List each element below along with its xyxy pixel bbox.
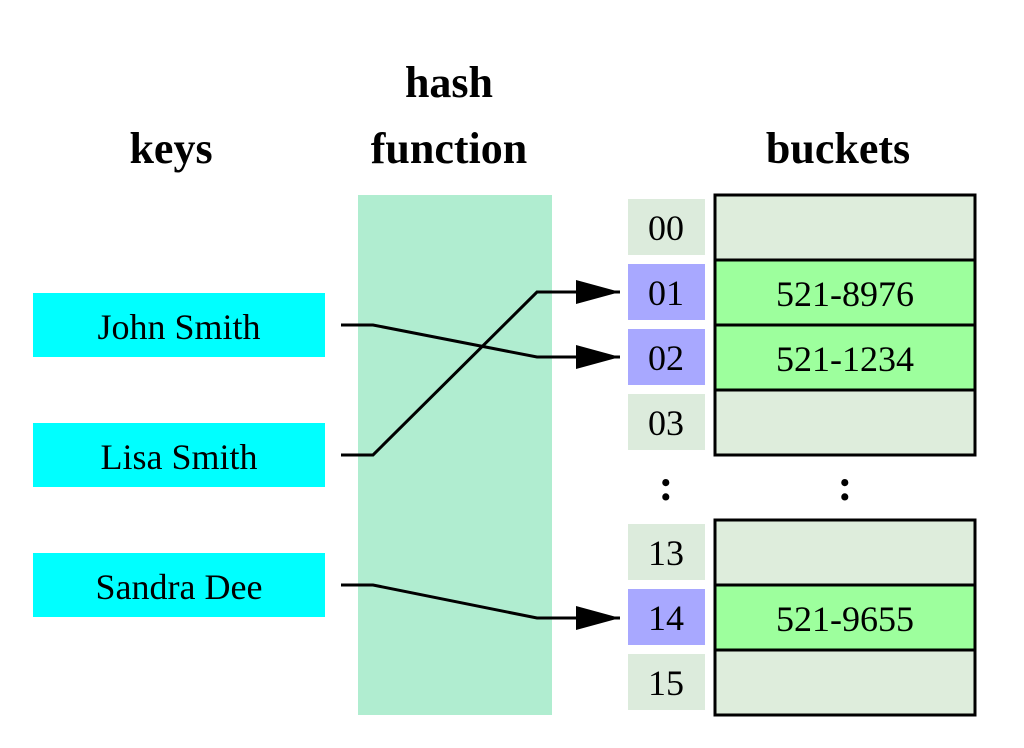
bucket-value-02: 521-1234 bbox=[776, 339, 914, 379]
index-cell-14 bbox=[628, 589, 705, 645]
bucket-cell-13 bbox=[713, 518, 977, 587]
bucket-cell-02 bbox=[713, 323, 977, 392]
key-label-john-smith: John Smith bbox=[97, 307, 260, 347]
keys-header: keys bbox=[129, 124, 212, 173]
index-label-14: 14 bbox=[648, 598, 684, 638]
bucket-cell-03 bbox=[713, 388, 977, 457]
index-cell-02 bbox=[628, 329, 705, 385]
key-label-sandra-dee: Sandra Dee bbox=[96, 567, 263, 607]
bucket-cell-14 bbox=[713, 583, 977, 652]
index-cell-00 bbox=[628, 199, 705, 255]
bucket-value-14: 521-9655 bbox=[776, 599, 914, 639]
bucket-cell-01 bbox=[713, 258, 977, 327]
index-cell-15 bbox=[628, 654, 705, 710]
index-label-03: 03 bbox=[648, 403, 684, 443]
index-label-02: 02 bbox=[648, 338, 684, 378]
buckets-header: buckets bbox=[766, 124, 910, 173]
hash-header-line1: hash bbox=[405, 58, 493, 107]
key-box-sandra-dee bbox=[33, 553, 325, 617]
arrow-lisa-smith-to-01 bbox=[341, 280, 620, 457]
bucket-value-01: 521-8976 bbox=[776, 274, 914, 314]
index-label-01: 01 bbox=[648, 273, 684, 313]
key-box-john-smith bbox=[33, 293, 325, 357]
index-cell-01 bbox=[628, 264, 705, 320]
key-label-lisa-smith: Lisa Smith bbox=[100, 437, 257, 477]
index-cell-03 bbox=[628, 394, 705, 450]
bucket-cell-00 bbox=[713, 193, 977, 262]
index-label-00: 00 bbox=[648, 208, 684, 248]
index-label-15: 15 bbox=[648, 663, 684, 703]
hash-function-box bbox=[358, 195, 552, 715]
index-label-13: 13 bbox=[648, 533, 684, 573]
key-box-lisa-smith bbox=[33, 423, 325, 487]
bucket-ellipsis: : bbox=[838, 461, 853, 510]
index-ellipsis: : bbox=[659, 461, 674, 510]
arrow-john-smith-to-02 bbox=[341, 323, 620, 369]
index-cell-13 bbox=[628, 524, 705, 580]
bucket-cell-15 bbox=[713, 648, 977, 717]
arrow-sandra-dee-to-14 bbox=[341, 583, 620, 630]
hash-header-line2: function bbox=[371, 124, 527, 173]
